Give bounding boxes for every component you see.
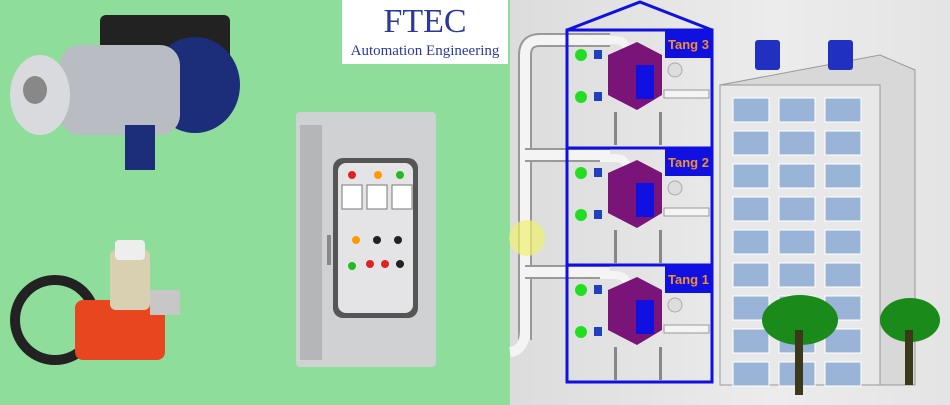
window [824,97,862,123]
level-indicator-high [575,284,587,296]
piston-pump-image [10,240,180,365]
window [824,130,862,156]
sensor-icon [594,168,602,177]
jet-pump-image [10,15,240,170]
valve-button[interactable] [667,180,683,196]
level-indicator-low [575,91,587,103]
rooftop-tank-2 [828,40,853,70]
window [732,361,770,387]
tank-unit-1[interactable] [575,271,710,380]
window [824,361,862,387]
building-frame [565,0,714,384]
logo-subtitle: Automation Engineering [350,43,500,59]
window [732,163,770,189]
tank-label-2: Tang 2 [665,149,712,176]
window [824,163,862,189]
level-indicator-low [575,209,587,221]
rooftop-tank-1 [755,40,780,70]
main-riser-pipe [508,33,610,357]
tank-unit-2[interactable] [575,154,710,263]
sensor-icon [594,50,602,59]
window [824,229,862,255]
window [732,130,770,156]
tank-label-3: Tang 3 [665,31,712,58]
window [732,97,770,123]
window [778,262,816,288]
window [824,196,862,222]
valve-button[interactable] [667,297,683,313]
sensor-icon [594,327,602,336]
sensor-icon [594,210,602,219]
window [778,130,816,156]
cursor-highlight [509,220,545,256]
window [778,163,816,189]
window [732,328,770,354]
window [778,97,816,123]
tank-unit-3[interactable] [575,36,710,145]
skyscraper [719,40,916,387]
logo-title: FTEC [383,3,467,40]
level-indicator-low [575,326,587,338]
window [824,262,862,288]
ftec-logo: FTEC Automation Engineering [342,0,508,64]
palm-trees [762,295,940,395]
window [732,196,770,222]
sensor-icon [594,285,602,294]
valve-button[interactable] [667,62,683,78]
window [732,229,770,255]
level-indicator-high [575,167,587,179]
equipment-illustrations [10,15,436,367]
sensor-icon [594,92,602,101]
window [732,262,770,288]
control-cabinet-image [296,112,436,367]
level-indicator-high [575,49,587,61]
window [778,229,816,255]
window [778,196,816,222]
product-panel: FTEC Automation Engineering [10,0,508,367]
tank-label-1: Tang 1 [665,266,712,293]
